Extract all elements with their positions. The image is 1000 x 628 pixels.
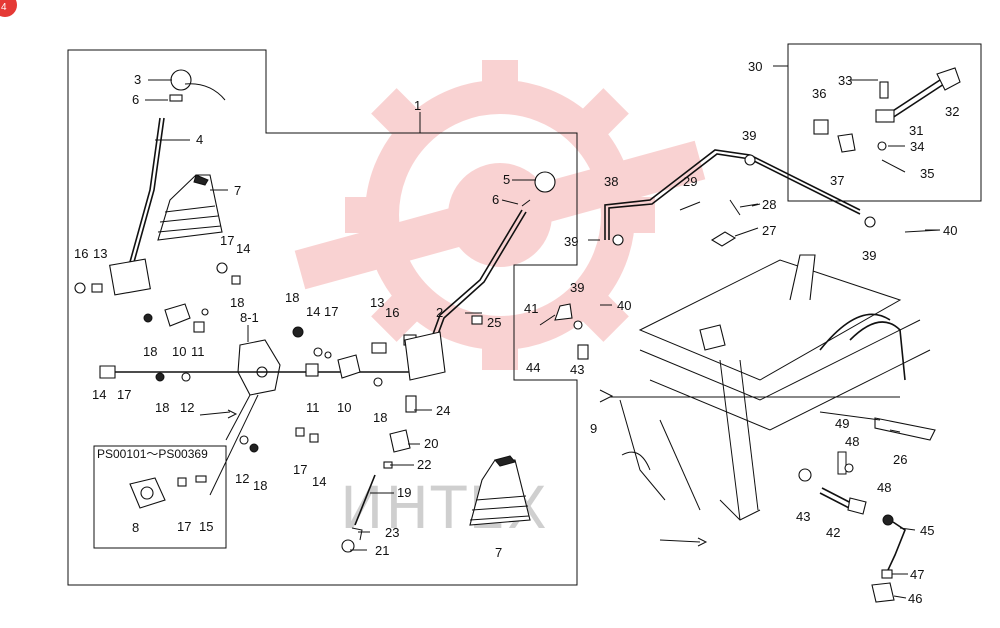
callout-31: 31 — [909, 123, 923, 138]
callout-37: 37 — [830, 173, 844, 188]
callout-17e: 17 — [177, 519, 191, 534]
callout-42: 42 — [826, 525, 840, 540]
variant-box — [93, 445, 227, 549]
callout-48b: 48 — [877, 480, 891, 495]
callout-7a: 7 — [234, 183, 241, 198]
callout-43a: 43 — [570, 362, 584, 377]
callout-18b: 18 — [143, 344, 157, 359]
callout-49: 49 — [835, 416, 849, 431]
callout-34: 34 — [910, 139, 924, 154]
callout-6b: 6 — [492, 192, 499, 207]
callout-15: 15 — [199, 519, 213, 534]
callout-39c: 39 — [862, 248, 876, 263]
callout-16a: 16 — [74, 246, 88, 261]
callout-14c: 14 — [306, 304, 320, 319]
shift-plate-assembly — [99, 326, 420, 496]
callout-12b: 12 — [235, 471, 249, 486]
callout-40b: 40 — [617, 298, 631, 313]
callout-12a: 12 — [180, 400, 194, 415]
callout-23: 23 — [385, 525, 399, 540]
leader-lines — [145, 79, 940, 599]
callout-17d: 17 — [293, 462, 307, 477]
callout-32: 32 — [945, 104, 959, 119]
callout-labels: 3 6 4 7 1 16 13 17 14 18 18 10 11 8-1 14… — [74, 59, 959, 606]
callout-18d: 18 — [285, 290, 299, 305]
callout-8: 8 — [132, 520, 139, 535]
callout-5: 5 — [503, 172, 510, 187]
callout-39d: 39 — [570, 280, 584, 295]
callout-27: 27 — [762, 223, 776, 238]
callout-45: 45 — [920, 523, 934, 538]
callout-39a: 39 — [564, 234, 578, 249]
callout-10a: 10 — [172, 344, 186, 359]
callout-43b: 43 — [796, 509, 810, 524]
lower-right-parts — [798, 451, 906, 603]
callout-35: 35 — [920, 166, 934, 181]
lever-30 — [813, 67, 961, 153]
callout-14b: 14 — [92, 387, 106, 402]
callout-2: 2 — [436, 305, 443, 320]
callout-14d: 14 — [312, 474, 326, 489]
callout-18a: 18 — [230, 295, 244, 310]
callout-21: 21 — [375, 543, 389, 558]
corner-badge-icon — [0, 0, 17, 17]
callout-19: 19 — [397, 485, 411, 500]
group-frame-30 — [787, 43, 982, 202]
callout-8-1: 8-1 — [240, 310, 259, 325]
callout-26: 26 — [893, 452, 907, 467]
callout-4: 4 — [196, 132, 203, 147]
center-lever — [341, 171, 556, 553]
callout-44: 44 — [526, 360, 540, 375]
tractor-frame — [599, 254, 936, 547]
callout-46: 46 — [908, 591, 922, 606]
callout-47: 47 — [910, 567, 924, 582]
callout-24: 24 — [436, 403, 450, 418]
callout-18c: 18 — [155, 400, 169, 415]
callout-18f: 18 — [253, 478, 267, 493]
callout-6a: 6 — [132, 92, 139, 107]
callout-16b: 16 — [385, 305, 399, 320]
callout-28: 28 — [762, 197, 776, 212]
right-linkage — [539, 149, 941, 360]
variant-note: PS00101～PS00369 — [97, 447, 208, 461]
corner-badge-text: 4 — [1, 2, 7, 13]
watermark-logo — [294, 60, 706, 370]
group-frame-main — [67, 49, 578, 586]
callout-39b: 39 — [742, 128, 756, 143]
callout-20: 20 — [424, 436, 438, 451]
callout-41: 41 — [524, 301, 538, 316]
callout-17a: 17 — [220, 233, 234, 248]
callout-18e: 18 — [373, 410, 387, 425]
callout-29: 29 — [683, 174, 697, 189]
callout-11a: 11 — [191, 344, 205, 359]
callout-17c: 17 — [324, 304, 338, 319]
callout-17b: 17 — [117, 387, 131, 402]
callout-25: 25 — [487, 315, 501, 330]
left-shift-lever — [74, 69, 241, 333]
callout-11b: 11 — [306, 400, 320, 415]
callout-3: 3 — [134, 72, 141, 87]
callout-36: 36 — [812, 86, 826, 101]
callout-38: 38 — [604, 174, 618, 189]
callout-14a: 14 — [236, 241, 250, 256]
callout-9: 9 — [590, 421, 597, 436]
callout-33: 33 — [838, 73, 852, 88]
callout-1: 1 — [414, 98, 421, 113]
callout-13a: 13 — [93, 246, 107, 261]
callout-40a: 40 — [943, 223, 957, 238]
callout-13b: 13 — [370, 295, 384, 310]
variant-part-8 — [129, 475, 207, 509]
callout-10b: 10 — [337, 400, 351, 415]
callout-30: 30 — [748, 59, 762, 74]
callout-7b: 7 — [495, 545, 502, 560]
callout-22: 22 — [417, 457, 431, 472]
callout-48a: 48 — [845, 434, 859, 449]
